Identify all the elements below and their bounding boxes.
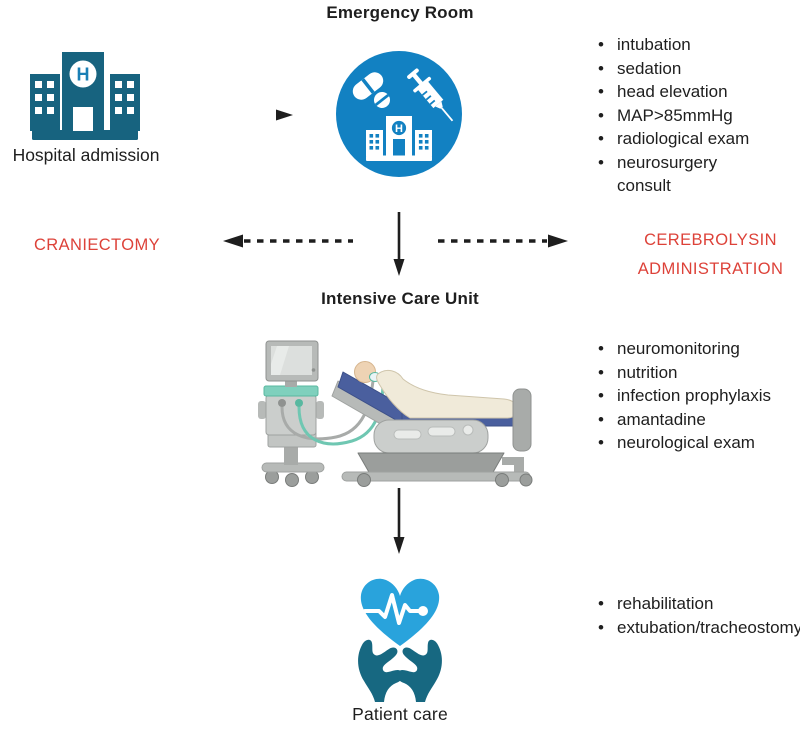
- ekg-line: [363, 593, 421, 625]
- list-item: neurological exam: [594, 431, 794, 455]
- hospital-building-icon: H: [30, 52, 140, 140]
- list-item: extubation/tracheostomy: [594, 616, 800, 640]
- patient-care-item-list: rehabilitationextubation/tracheostomy: [594, 592, 800, 639]
- hospital-bed-patient: [331, 361, 533, 487]
- hospital-h-letter: H: [77, 65, 90, 85]
- arrow-hospital-to-er: [192, 109, 293, 121]
- icu-bed-ventilator-illustration: [258, 340, 533, 487]
- list-item: nutrition: [594, 361, 794, 385]
- arrow-er-to-icu: [393, 212, 405, 276]
- hospital-windows: [35, 81, 134, 114]
- list-item: sedation: [594, 57, 762, 81]
- capsule-pill-icon: [352, 72, 384, 100]
- craniectomy-label: CRANIECTOMY: [33, 236, 161, 254]
- list-item: rehabilitation: [594, 592, 800, 616]
- list-item: head elevation: [594, 80, 762, 104]
- list-item: infection prophylaxis: [594, 384, 794, 408]
- hospital-admission-label: Hospital admission: [12, 145, 160, 165]
- cupped-hands: [358, 639, 442, 702]
- emergency-room-title: Emergency Room: [326, 3, 474, 22]
- cerebrolysin-label: CEREBROLYSIN ADMINISTRATION: [637, 231, 784, 278]
- icu-title: Intensive Care Unit: [321, 289, 479, 308]
- syringe-icon: [407, 68, 454, 122]
- er-hospital-h-letter: H: [395, 123, 403, 135]
- list-item: amantadine: [594, 408, 794, 432]
- emergency-room-item-list: intubationsedationhead elevationMAP>85mm…: [594, 33, 762, 198]
- arrow-icu-to-patient-care: [393, 488, 405, 554]
- list-item: MAP>85mmHg: [594, 104, 762, 128]
- dashed-arrow-to-cerebrolysin: [438, 234, 568, 248]
- heart-shape: [360, 578, 440, 646]
- ventilator-machine: [258, 340, 325, 487]
- list-item: radiological exam: [594, 127, 762, 151]
- dashed-arrow-to-craniectomy: [223, 234, 353, 248]
- medication-syringe-hospital-icon: H: [336, 51, 462, 177]
- footboard: [512, 388, 532, 452]
- heart-in-hands-icon: [358, 578, 442, 702]
- er-hospital-building-icon: H: [366, 116, 432, 161]
- list-item: neuromonitoring: [594, 337, 794, 361]
- icu-item-list: neuromonitoringnutritioninfection prophy…: [594, 337, 794, 455]
- list-item: intubation: [594, 33, 762, 57]
- round-pill-icon: [374, 92, 390, 108]
- list-item: neurosurgery consult: [594, 151, 762, 198]
- patient-care-label: Patient care: [352, 704, 448, 724]
- er-hospital-windows: [369, 134, 429, 150]
- bed-side-rail: [373, 419, 489, 454]
